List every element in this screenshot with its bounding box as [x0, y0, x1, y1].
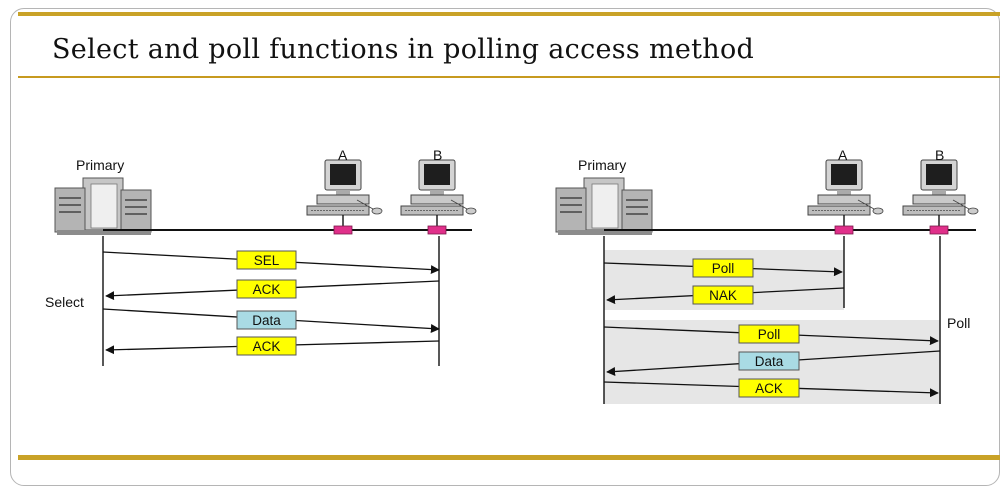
svg-text:Data: Data: [755, 354, 784, 369]
station-b-port: [427, 225, 447, 235]
select-diagram: Primary A B SEL ACK Data: [45, 147, 477, 366]
ack-frame-1: ACK: [236, 279, 297, 299]
svg-text:SEL: SEL: [254, 253, 280, 268]
svg-text:ACK: ACK: [253, 339, 281, 354]
poll-station-b-computer-icon: [902, 159, 979, 216]
select-phase-label: Select: [45, 294, 84, 310]
slide-title: Select and poll functions in polling acc…: [52, 34, 755, 65]
select-station-a-label: A: [338, 147, 348, 163]
poll-data-frame: Data: [738, 351, 800, 371]
svg-text:Data: Data: [252, 313, 281, 328]
data-frame: Data: [236, 310, 297, 330]
ack-frame-2: ACK: [236, 336, 297, 356]
svg-text:Poll: Poll: [758, 327, 781, 342]
select-primary-label: Primary: [76, 157, 124, 173]
poll-phase-label: Poll: [947, 315, 970, 331]
station-a-computer-icon: [306, 159, 383, 216]
poll-station-a-port: [834, 225, 854, 235]
svg-text:NAK: NAK: [709, 288, 737, 303]
poll-station-b-label: B: [935, 147, 944, 163]
svg-text:Poll: Poll: [712, 261, 735, 276]
station-b-computer-icon: [400, 159, 477, 216]
poll-station-a-label: A: [838, 147, 848, 163]
poll-primary-label: Primary: [578, 157, 626, 173]
select-station-b-label: B: [433, 147, 442, 163]
title-underline: [18, 76, 1000, 78]
poll-diagram: Primary A B Poll NAK Poll: [555, 147, 979, 404]
poll-frame-2: Poll: [738, 324, 800, 344]
station-a-port: [333, 225, 353, 235]
poll-primary-mainframe-icon: [555, 177, 653, 236]
bottom-rule: [18, 455, 1000, 460]
svg-text:ACK: ACK: [253, 282, 281, 297]
nak-frame: NAK: [692, 285, 754, 305]
poll-station-b-port: [929, 225, 949, 235]
poll-ack-frame: ACK: [738, 378, 800, 398]
svg-text:ACK: ACK: [755, 381, 783, 396]
primary-mainframe-icon: [54, 177, 152, 236]
sel-frame: SEL: [236, 250, 297, 270]
poll-frame-1: Poll: [692, 258, 754, 278]
poll-station-a-computer-icon: [807, 159, 884, 216]
top-rule: [18, 12, 1000, 16]
slide-frame: [10, 8, 1000, 486]
